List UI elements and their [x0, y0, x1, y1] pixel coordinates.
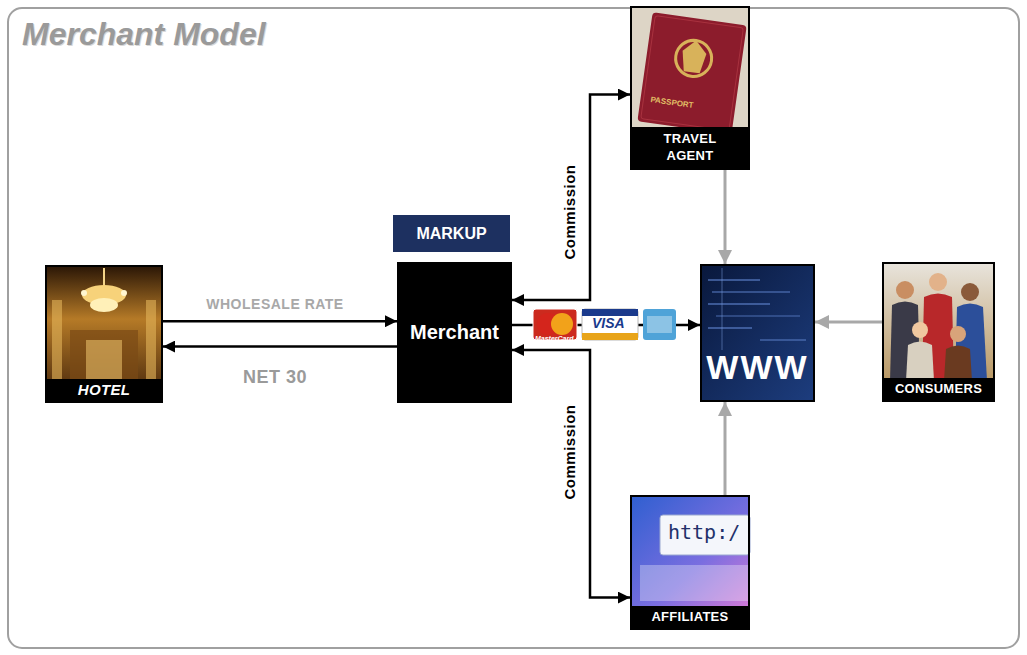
flow-arrow	[163, 345, 397, 348]
edge-label: Commission	[561, 402, 579, 501]
edge-label: WHOLESALE RATE	[204, 296, 345, 313]
edge-label: NET 30	[241, 367, 309, 389]
flow-arrow	[815, 321, 882, 324]
node-label: Merchant	[406, 321, 503, 344]
consumers-box: CONSUMERS	[882, 262, 995, 402]
flow-arrow	[512, 350, 630, 598]
picture-text: http:/	[668, 521, 740, 543]
node-label: HOTEL	[47, 379, 161, 401]
markup-box: MARKUP	[393, 215, 510, 252]
node-label: MARKUP	[412, 225, 490, 243]
node-label: WWW	[706, 348, 808, 386]
web-box: WWW	[700, 264, 815, 402]
picture-text: MasterCard	[535, 335, 574, 343]
merchant-box: Merchant	[397, 262, 512, 403]
node-label: TRAVEL AGENT	[632, 127, 748, 168]
picture-text: VISA	[592, 316, 625, 331]
flow-arrow	[724, 170, 727, 264]
node-label: CONSUMERS	[884, 378, 993, 400]
hotel-picture	[46, 266, 162, 384]
node-label: AFFILIATES	[632, 606, 748, 628]
web-picture	[701, 265, 814, 401]
flow-arrow	[512, 95, 630, 300]
outer-frame	[8, 8, 1019, 648]
affiliates-picture	[631, 496, 750, 606]
flow-arrow	[163, 320, 397, 323]
flow-arrow	[724, 402, 727, 495]
diagram-title: Merchant Model	[22, 16, 266, 53]
passport-picture	[631, 7, 749, 135]
people-picture	[883, 263, 994, 381]
edge-label: Commission	[561, 162, 579, 261]
hotel-box: HOTEL	[45, 265, 163, 403]
travel-agent-box: TRAVEL AGENT	[630, 6, 750, 170]
affiliates-box: AFFILIATES	[630, 495, 750, 630]
